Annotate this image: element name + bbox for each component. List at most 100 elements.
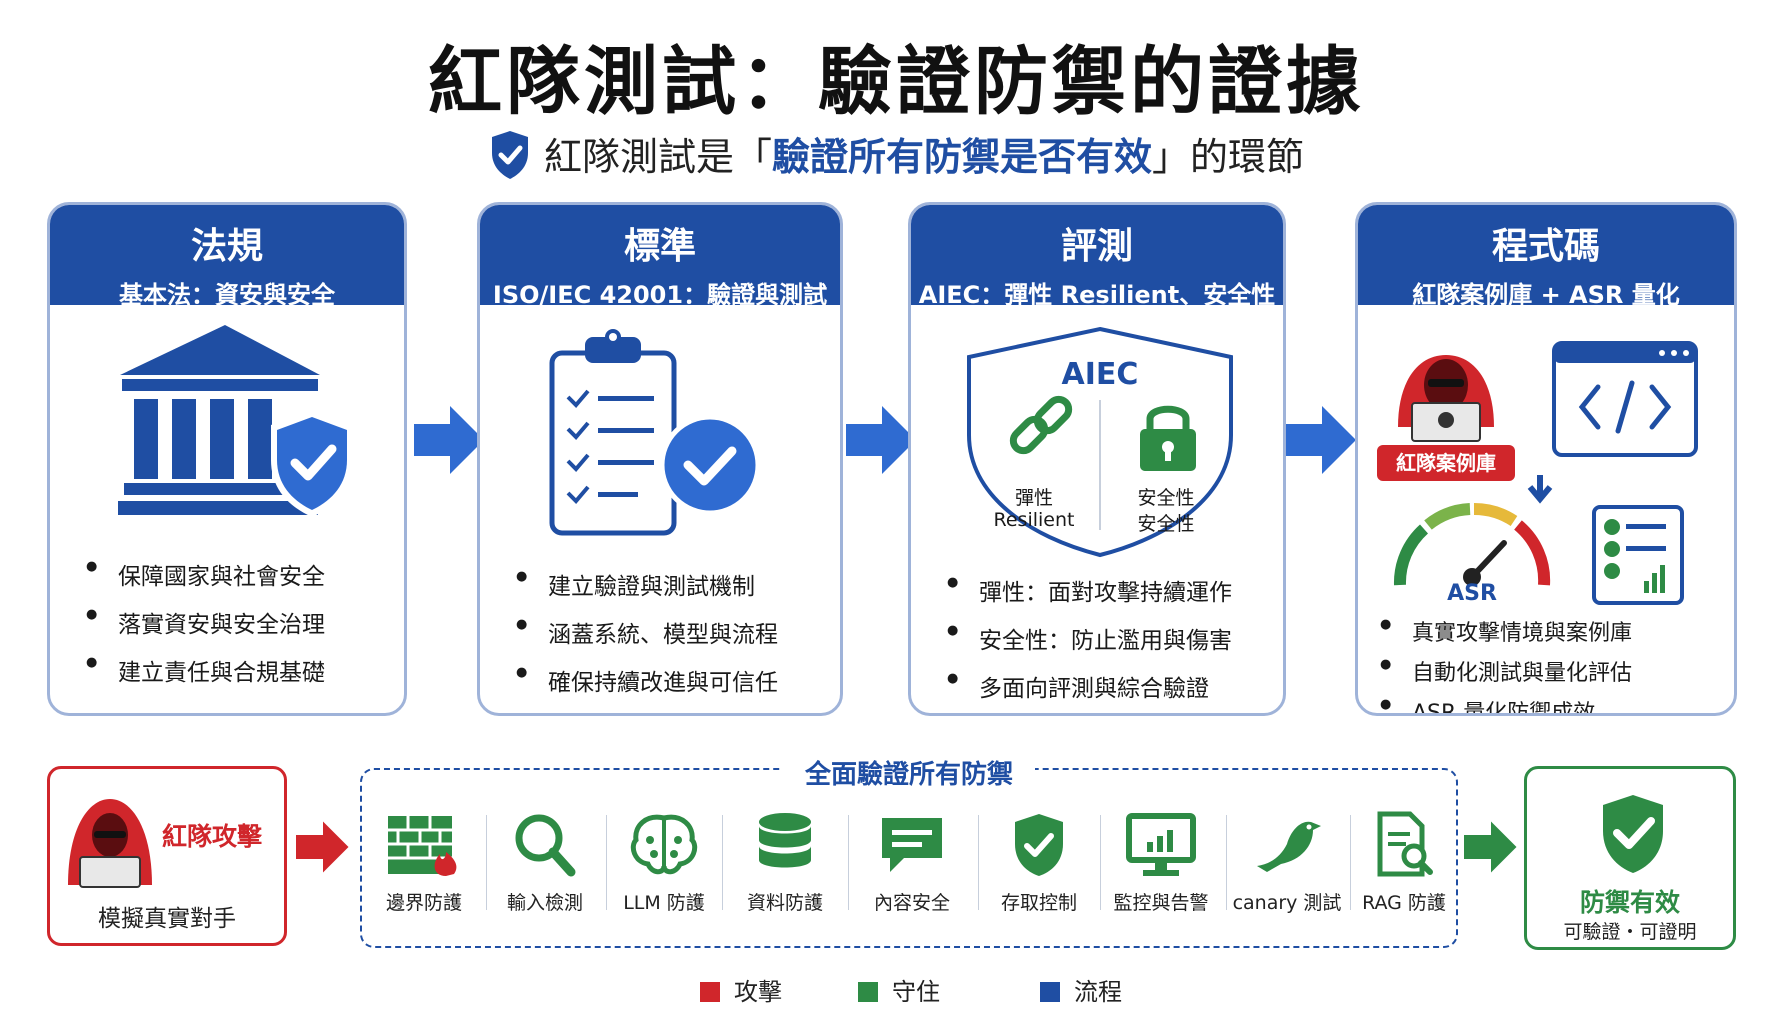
defense-item: 邊界防護	[370, 810, 478, 915]
legend-label: 守住	[892, 978, 940, 1006]
report-chart-icon	[1592, 505, 1684, 605]
document-search-icon	[1377, 811, 1433, 877]
hacker-icon	[1398, 355, 1494, 442]
card-title: 法規	[190, 226, 263, 267]
legend-label: 流程	[1074, 978, 1122, 1006]
monitor-chart-icon	[1126, 813, 1196, 876]
card-evaluation: 評測 AIEC：彈性 Resilient、安全性 AIEC 彈性 Resilie…	[908, 202, 1286, 716]
list-item: 確保持續改進與可信任	[516, 663, 778, 697]
defense-title: 全面驗證所有防禦	[782, 760, 1035, 790]
card-title: 評測	[1060, 226, 1133, 267]
subtitle-suffix: 」的環節	[1152, 135, 1305, 179]
card-code: 程式碼 紅隊案例庫 + ASR 量化	[1355, 202, 1737, 716]
arrow-right-icon	[1286, 404, 1358, 480]
defense-item: 內容安全	[854, 810, 970, 915]
defense-label: 存取控制	[1000, 892, 1077, 914]
subtitle-prefix: 紅隊測試是「	[543, 135, 772, 179]
card-subtitle: 基本法：資安與安全	[119, 281, 335, 309]
chat-bubble-icon	[882, 818, 942, 872]
legend-label: 攻擊	[734, 978, 782, 1006]
shield-check-icon	[1015, 814, 1063, 876]
list-item: 多面向評測與綜合驗證	[947, 669, 1232, 703]
card-subtitle: 紅隊案例庫 + ASR 量化	[1412, 281, 1680, 309]
legend-swatch	[858, 982, 878, 1002]
list-item: 建立責任與合規基礎	[86, 653, 325, 687]
defense-layers-box: 全面驗證所有防禦 邊界防護 輸入檢測 LLM 防護 資料防護	[360, 760, 1458, 948]
arrow-right-icon	[1464, 820, 1518, 878]
subtitle-highlight: 驗證所有防禦是否有效	[771, 135, 1152, 179]
hacker-code-gauge-icon: 紅隊案例庫 ASR	[1358, 315, 1734, 635]
hacker-icon	[68, 799, 152, 888]
defense-label: 輸入檢測	[506, 892, 583, 914]
defense-effective-box: 防禦有效 可驗證・可證明	[1524, 766, 1736, 950]
code-window-icon	[1552, 341, 1698, 457]
defense-label: 邊界防護	[385, 892, 462, 914]
magnifier-icon	[515, 814, 576, 877]
list-item: 建立驗證與測試機制	[516, 567, 778, 601]
defense-item: RAG 防護	[1352, 810, 1456, 915]
defense-item: 監控與告警	[1104, 810, 1218, 915]
result-subtitle: 可驗證・可證明	[1563, 921, 1697, 943]
defense-label: 資料防護	[746, 892, 823, 914]
safety-label: 安全性	[1137, 487, 1195, 509]
defense-item: 輸入檢測	[492, 810, 598, 915]
gauge-icon	[1393, 502, 1551, 586]
card-standard: 標準 ISO/IEC 42001：驗證與測試 建立驗證與測試機制 涵蓋系統、模型…	[477, 202, 843, 716]
arrow-right-icon	[846, 404, 918, 480]
red-team-badge: 紅隊案例庫	[1377, 445, 1515, 481]
arrow-right-icon	[414, 404, 486, 480]
red-team-attack-box: 紅隊攻擊 模擬真實對手	[47, 766, 287, 946]
defense-item: canary 測試	[1230, 810, 1344, 915]
shield-check-icon	[1603, 795, 1663, 873]
safety-sublabel: 安全性	[1137, 513, 1195, 535]
resilient-sublabel: Resilient	[993, 509, 1075, 531]
bullet-list: 彈性：面對攻擊持續運作 安全性：防止濫用與傷害 多面向評測與綜合驗證	[947, 573, 1232, 713]
list-item: 落實資安與安全治理	[86, 605, 325, 639]
list-item: 保障國家與社會安全	[86, 557, 325, 591]
government-building-shield-icon	[50, 315, 404, 565]
clipboard-checklist-icon	[480, 315, 840, 565]
bullet-list: 真實攻擊情境與案例庫 自動化測試與量化評估 ASR 量化防禦成效	[1380, 615, 1632, 713]
attack-title: 紅隊攻擊	[162, 822, 263, 851]
defense-label: canary 測試	[1232, 892, 1342, 914]
card-header: 法規 基本法：資安與安全	[50, 205, 404, 309]
defense-label: 內容安全	[873, 892, 950, 914]
shield-check-icon	[488, 129, 532, 190]
gauge-label: ASR	[1447, 581, 1497, 606]
card-subtitle: AIEC：彈性 Resilient、安全性	[918, 281, 1276, 309]
arrow-right-icon	[296, 820, 350, 878]
card-regulation: 法規 基本法：資安與安全 保障國家與社會安全 落實資安與安全治理 建立責任與合規…	[47, 202, 407, 716]
list-item: 涵蓋系統、模型與流程	[516, 615, 778, 649]
subtitle: 紅隊測試是「驗證所有防禦是否有效」的環節	[0, 126, 1792, 190]
defense-item: 資料防護	[730, 810, 840, 915]
legend-swatch	[1040, 982, 1060, 1002]
bullet-list: 建立驗證與測試機制 涵蓋系統、模型與流程 確保持續改進與可信任	[516, 567, 778, 711]
card-header: 評測 AIEC：彈性 Resilient、安全性	[911, 205, 1283, 309]
list-item: 彈性：面對攻擊持續運作	[947, 573, 1232, 607]
card-header: 標準 ISO/IEC 42001：驗證與測試	[480, 205, 840, 309]
defense-title-wrap: 全面驗證所有防禦	[362, 754, 1456, 791]
defense-item: LLM 防護	[612, 810, 716, 915]
result-title: 防禦有效	[1579, 888, 1680, 917]
page-title: 紅隊測試：驗證防禦的證據	[428, 39, 1364, 125]
database-icon	[759, 813, 811, 868]
bullet-list: 保障國家與社會安全 落實資安與安全治理 建立責任與合規基礎	[86, 557, 325, 701]
legend-item-defended: 守住	[858, 972, 940, 1007]
defense-item: 存取控制	[984, 810, 1094, 915]
list-item: 安全性：防止濫用與傷害	[947, 621, 1232, 655]
card-subtitle: ISO/IEC 42001：驗證與測試	[492, 281, 828, 309]
firewall-icon	[388, 816, 457, 876]
card-title: 標準	[623, 226, 696, 267]
card-header: 程式碼 紅隊案例庫 + ASR 量化	[1358, 205, 1734, 309]
legend-item-attack: 攻擊	[700, 972, 782, 1007]
defense-label: LLM 防護	[623, 892, 705, 914]
list-item: 真實攻擊情境與案例庫	[1380, 615, 1632, 647]
brain-icon	[630, 814, 698, 875]
aiec-shield-title: AIEC	[1061, 357, 1139, 392]
attack-subtitle: 模擬真實對手	[98, 906, 236, 932]
card-title: 程式碼	[1491, 226, 1600, 267]
list-item: 自動化測試與量化評估	[1380, 655, 1632, 687]
aiec-shield-icon: AIEC 彈性 Resilient 安全性 安全性	[911, 315, 1283, 565]
list-item: ASR 量化防禦成效	[1380, 695, 1632, 713]
defense-label: RAG 防護	[1362, 892, 1446, 914]
